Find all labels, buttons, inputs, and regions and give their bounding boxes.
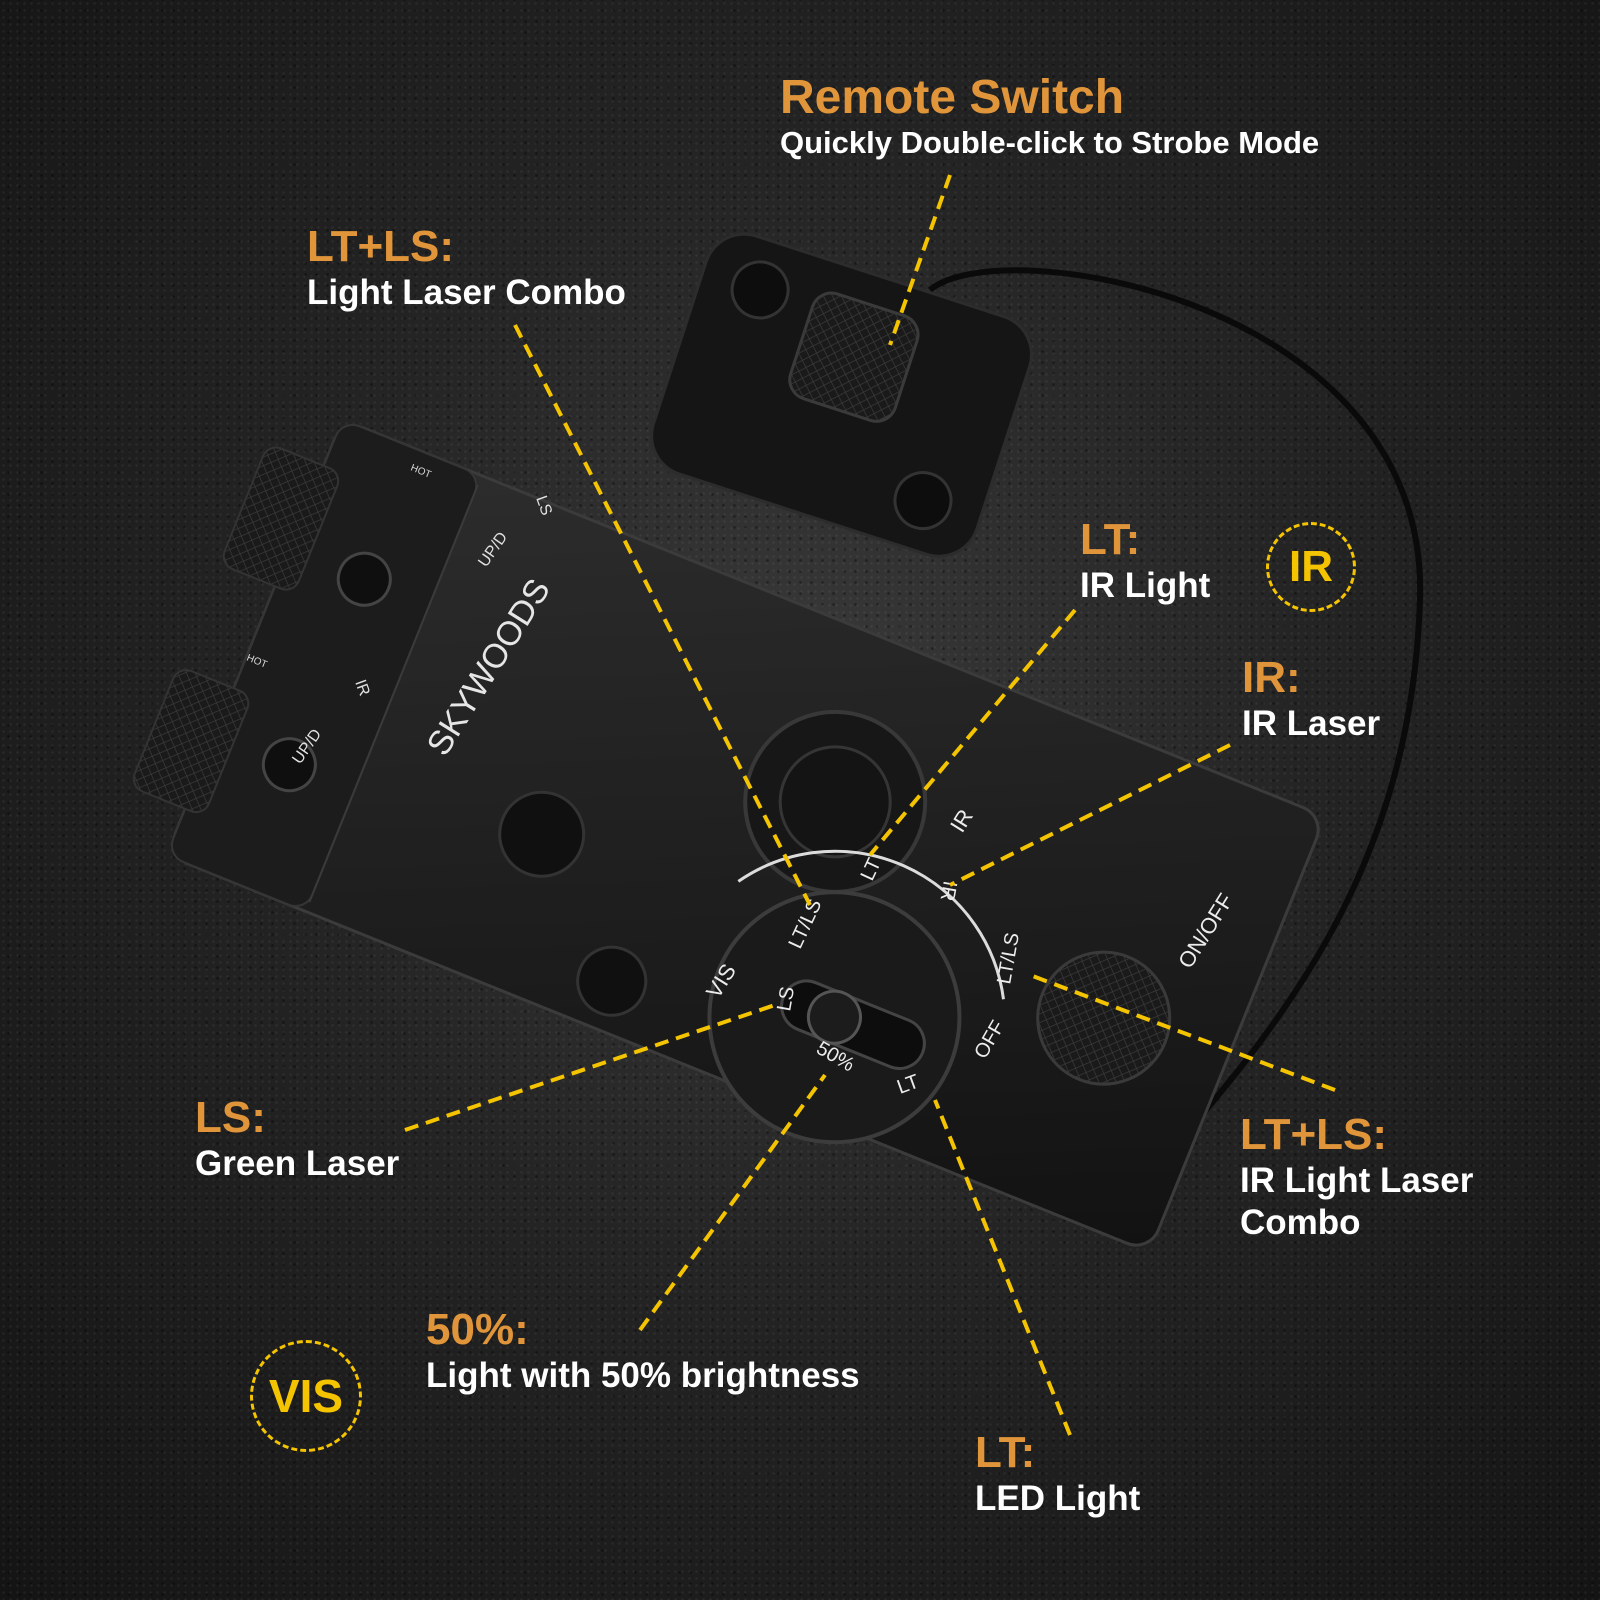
label-ltls-top: LT+LS: Light Laser Combo xyxy=(307,222,626,314)
badge-ir: IR xyxy=(1266,522,1356,612)
label-ltls-right-heading: LT+LS: xyxy=(1240,1110,1388,1159)
remote-switch xyxy=(650,232,1033,558)
leader-lines xyxy=(404,174,1336,1436)
label-ltls-right-desc-1: IR Light Laser xyxy=(1240,1161,1474,1200)
label-ls-desc: Green Laser xyxy=(195,1144,400,1183)
dial-pos-ir: IR xyxy=(936,879,961,903)
device-body xyxy=(132,423,1320,1247)
label-fifty-heading: 50%: xyxy=(426,1305,529,1354)
knob-bottom-mode: IR xyxy=(351,678,372,699)
label-ir-laser: IR: IR Laser xyxy=(1242,653,1380,745)
label-lt-led-desc: LED Light xyxy=(975,1479,1141,1518)
label-ls-green-laser: LS: Green Laser xyxy=(195,1093,399,1185)
label-lt-led-heading: LT: xyxy=(975,1428,1036,1477)
label-ltls-top-heading: LT+LS: xyxy=(307,222,455,271)
label-lt-ir-desc: IR Light xyxy=(1080,566,1211,605)
label-ltls-right-desc-2: Combo xyxy=(1240,1203,1361,1242)
knob-top-mode: LS xyxy=(532,494,555,518)
label-lt-ir-light: LT: IR Light xyxy=(1080,515,1210,607)
badge-vis: VIS xyxy=(250,1340,362,1452)
leader-ir xyxy=(949,743,1231,887)
leader-remote xyxy=(888,174,952,346)
label-fifty-desc: Light with 50% brightness xyxy=(426,1356,860,1395)
label-ir-desc: IR Laser xyxy=(1242,704,1381,743)
leader-ltls-right xyxy=(1029,973,1336,1092)
label-ir-heading: IR: xyxy=(1242,653,1301,702)
label-remote-heading: Remote Switch xyxy=(780,71,1125,124)
label-ltls-right: LT+LS: IR Light Laser Combo xyxy=(1240,1110,1473,1244)
label-fifty-percent: 50%: Light with 50% brightness xyxy=(426,1305,860,1397)
label-lt-led-light: LT: LED Light xyxy=(975,1428,1140,1520)
leader-lt-led xyxy=(933,1099,1072,1436)
label-lt-ir-heading: LT: xyxy=(1080,515,1141,564)
label-ls-heading: LS: xyxy=(195,1093,266,1142)
label-ltls-top-desc: Light Laser Combo xyxy=(307,273,626,312)
leader-lt-ir xyxy=(868,608,1077,857)
dial-pos-ls: LS xyxy=(773,985,799,1013)
leader-fifty xyxy=(638,1073,827,1332)
label-remote-switch: Remote Switch Quickly Double-click to St… xyxy=(780,72,1319,162)
label-remote-desc: Quickly Double-click to Strobe Mode xyxy=(780,125,1320,160)
remote-switch-button-icon xyxy=(788,291,920,423)
